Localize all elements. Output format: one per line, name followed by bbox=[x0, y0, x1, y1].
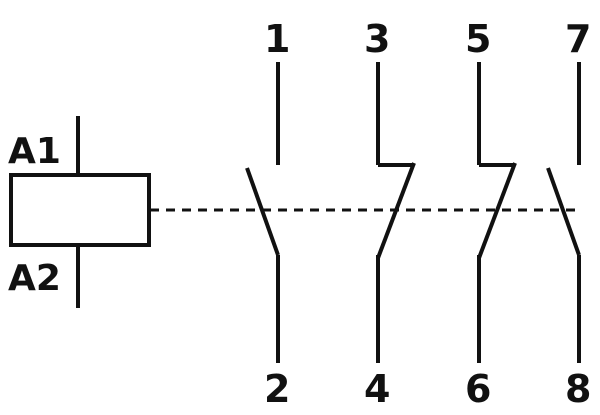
contact-1-2-bottom-label: 2 bbox=[264, 367, 290, 411]
contact-7-8-bottom-label: 8 bbox=[565, 367, 591, 411]
contact-3-4-top-label: 3 bbox=[364, 17, 390, 61]
contact-7-8-top-label: 7 bbox=[565, 17, 591, 61]
contact-1-2-top-label: 1 bbox=[264, 17, 290, 61]
contact-5-6-bottom-label: 6 bbox=[465, 367, 491, 411]
coil: A1 A2 bbox=[8, 116, 151, 308]
contact-3-4-bottom-label: 4 bbox=[364, 367, 390, 411]
contact-5-6-blade bbox=[477, 162, 517, 259]
coil-terminal-a1: A1 bbox=[8, 131, 61, 172]
coil-body bbox=[9, 173, 151, 247]
contact-5-6: 5 6 bbox=[465, 17, 517, 411]
contact-5-6-top-label: 5 bbox=[465, 17, 491, 61]
contact-1-2-blade bbox=[245, 167, 280, 256]
coil-terminal-a2: A2 bbox=[8, 258, 61, 299]
contact-7-8-blade bbox=[546, 167, 581, 256]
contact-1-2: 1 2 bbox=[245, 17, 290, 411]
contact-7-8: 7 8 bbox=[546, 17, 591, 411]
contact-3-4-blade bbox=[376, 162, 416, 259]
contact-3-4: 3 4 bbox=[364, 17, 416, 411]
